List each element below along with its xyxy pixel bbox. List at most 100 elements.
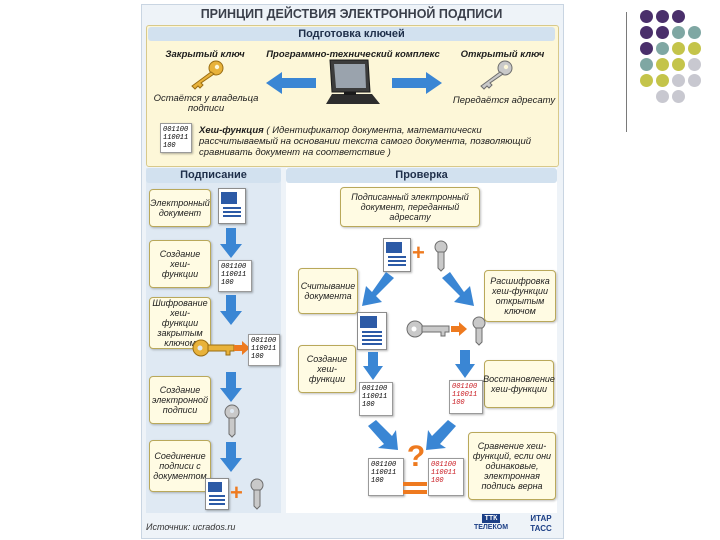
decor-dot — [656, 58, 669, 71]
hash-line-1: 001100 — [362, 385, 388, 393]
ttk-logo-top: ТТК — [481, 514, 501, 523]
verify-restore: Восстановление хеш-функции — [483, 360, 555, 408]
hash-line-1: 001100 — [431, 461, 457, 469]
sign-hash-card-2: 001100 110011 100 — [248, 334, 280, 366]
hash-line-1: 001100 — [371, 461, 397, 469]
compare-hash-card-right: 001100 110011 100 — [428, 458, 464, 496]
verify-doc-icon — [383, 238, 411, 272]
grey-key-sign-icon — [224, 404, 240, 438]
verify-decrypt: Расшифровка хеш-функции открытым ключом — [484, 270, 556, 322]
hash-term: Хеш-функция — [199, 125, 264, 136]
word-lines — [209, 495, 225, 507]
verify-arrow-left — [362, 272, 394, 306]
hash-line-3: 100 — [251, 353, 264, 361]
verify-hash-card-left: 001100 110011 100 — [359, 382, 393, 416]
decor-dot — [688, 42, 701, 55]
sign-step-create-hash: Создание хеш-функции — [149, 240, 211, 288]
decor-dot — [640, 58, 653, 71]
verify-arrow-right — [442, 272, 474, 306]
decor-dot — [672, 90, 685, 103]
private-key-note: Остаётся у владельца подписи — [153, 93, 259, 114]
verify-doc-icon-2 — [357, 312, 387, 350]
verify-arrow-down-left — [363, 352, 383, 380]
hash-line-2: 110011 — [163, 134, 189, 142]
decor-dot — [640, 10, 653, 23]
computer-icon — [326, 59, 380, 104]
decor-dot — [672, 58, 685, 71]
verify-heading: Проверка — [286, 168, 557, 183]
gold-key-sign-icon — [192, 339, 235, 357]
public-key-note: Передаётся адресату — [452, 95, 556, 106]
hash-line-1: 001100 — [452, 383, 478, 391]
decor-dot — [656, 42, 669, 55]
sign-step-join: Соединение подписи с документом — [149, 440, 211, 492]
grey-key-decrypt-icon — [406, 320, 450, 338]
decor-dot — [640, 42, 653, 55]
decor-dot — [688, 26, 701, 39]
sign-arrow-1 — [220, 228, 242, 258]
signing-heading: Подписание — [146, 168, 281, 183]
itar-tass-logo: ИТАР ТАСС — [524, 514, 558, 536]
sign-step-encrypt-hash: Шифрование хеш-функции закрытым ключом — [149, 297, 211, 349]
hash-line-3: 100 — [431, 477, 444, 485]
hash-line-3: 100 — [371, 477, 384, 485]
grey-key-verify-icon — [434, 240, 448, 272]
sign-arrow-4 — [220, 442, 242, 472]
sign-step-create-signature: Создание электронной подписи — [149, 376, 211, 424]
decor-dot — [672, 26, 685, 39]
hash-line-1: 001100 — [163, 126, 189, 134]
source-note: Источник: ucrados.ru — [146, 522, 236, 532]
keyprep-heading: Подготовка ключей — [148, 27, 555, 41]
hash-line-2: 110011 — [452, 391, 478, 399]
infographic-title: ПРИНЦИП ДЕЙСТВИЯ ЭЛЕКТРОННОЙ ПОДПИСИ — [200, 7, 503, 21]
hash-line-3: 100 — [221, 279, 234, 287]
word-w-glyph — [386, 242, 402, 253]
decor-dot — [640, 74, 653, 87]
hash-line-2: 110011 — [431, 469, 457, 477]
itar-logo-top: ИТАР — [530, 514, 552, 523]
decor-dot — [656, 26, 669, 39]
decor-dot — [656, 74, 669, 87]
verify-read: Считывание документа — [298, 268, 358, 314]
word-w-glyph — [360, 316, 377, 328]
orange-arrow-icon — [234, 341, 250, 355]
public-key-label: Открытый ключ — [460, 49, 545, 60]
decor-dot — [672, 42, 685, 55]
equals-sign — [403, 482, 427, 495]
hash-code-card: 001100 110011 100 — [160, 123, 192, 153]
verify-create-hash: Создание хеш-функции — [298, 345, 356, 393]
decor-vertical-line — [626, 12, 627, 132]
grey-key-join-icon — [250, 478, 264, 510]
word-w-glyph — [208, 482, 222, 492]
arrow-right-icon — [392, 72, 442, 94]
sign-step-document: Электронный документ — [149, 189, 211, 227]
verify-hash-card-right: 001100 110011 100 — [449, 380, 483, 414]
decor-dot — [672, 10, 685, 23]
word-lines — [388, 256, 406, 268]
hash-line-3: 100 — [163, 142, 176, 150]
plus-sign-sign: + — [230, 480, 243, 505]
decor-dot — [656, 90, 669, 103]
arrow-left-icon — [266, 72, 316, 94]
hash-line-1: 001100 — [221, 263, 247, 271]
word-lines — [362, 331, 382, 345]
decor-dot — [672, 74, 685, 87]
tass-logo-bottom: ТАСС — [530, 524, 552, 533]
decor-dot-grid — [640, 10, 720, 120]
hash-line-1: 001100 — [251, 337, 277, 345]
hash-definition: Хеш-функция ( Идентификатор документа, м… — [199, 125, 545, 158]
verify-received: Подписанный электронный документ, переда… — [340, 187, 480, 227]
plus-sign-verify: + — [412, 240, 425, 265]
hash-line-2: 110011 — [251, 345, 277, 353]
sign-hash-card-1: 001100 110011 100 — [218, 260, 252, 292]
orange-arrow-verify-icon — [451, 322, 467, 336]
compare-hash-card-left: 001100 110011 100 — [368, 458, 404, 496]
word-w-glyph — [221, 192, 237, 204]
hash-line-3: 100 — [362, 401, 375, 409]
sign-arrow-2 — [220, 295, 242, 325]
decor-dot — [640, 26, 653, 39]
ttk-logo: ТТК ТЕЛЕКОМ — [466, 514, 516, 536]
decor-dot — [688, 74, 701, 87]
word-lines — [223, 207, 241, 219]
hash-line-2: 110011 — [362, 393, 388, 401]
